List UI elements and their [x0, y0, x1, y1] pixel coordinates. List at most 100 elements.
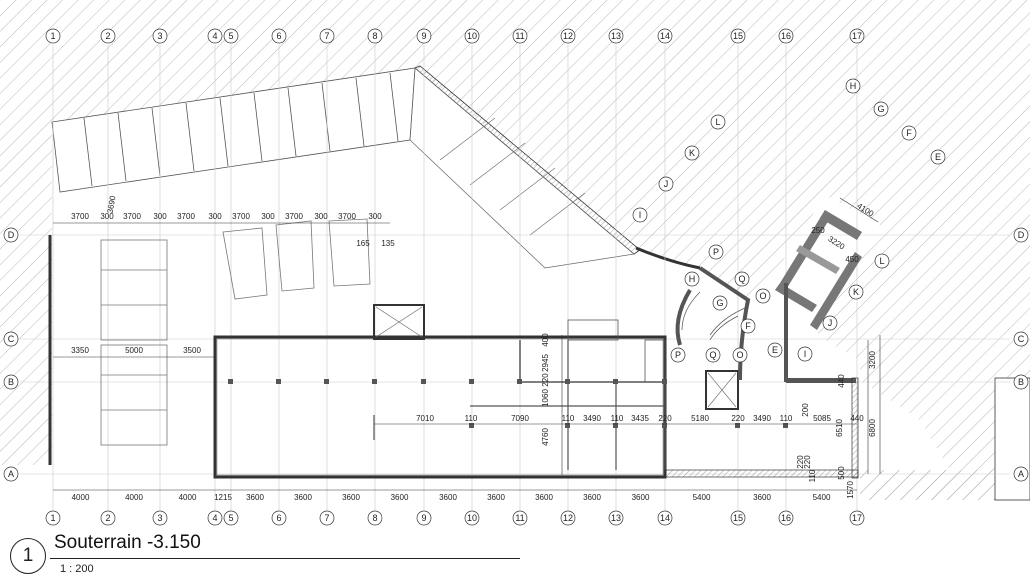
svg-text:16: 16: [781, 513, 791, 523]
grid-bubble-inner-F: F: [740, 318, 756, 334]
grid-bubble-short-Q: Q: [705, 347, 721, 363]
svg-text:I: I: [639, 210, 642, 220]
svg-text:7: 7: [324, 513, 329, 523]
svg-text:8: 8: [372, 513, 377, 523]
grid-bubble-top-2: 2: [100, 28, 116, 44]
svg-text:A: A: [1018, 469, 1024, 479]
title-underline: [50, 558, 520, 559]
dim-top-5: 300: [208, 212, 222, 221]
grid-bubble-top-14: 14: [657, 28, 673, 44]
dim-bottom-5: 3600: [294, 493, 312, 502]
grid-bubble-inner-E: E: [767, 342, 783, 358]
dim-top-10: 3700: [338, 212, 356, 221]
grid-bubble-bottom-15: 15: [730, 510, 746, 526]
dim-interior-8: 5180: [691, 414, 709, 423]
svg-text:I: I: [804, 349, 807, 359]
grid-bubble-short2-O: O: [755, 288, 771, 304]
grid-bubble-short2-P: P: [708, 244, 724, 260]
dim-small-16: 220: [803, 455, 812, 469]
svg-text:4: 4: [212, 513, 217, 523]
grid-bubble-diag-I: I: [632, 207, 648, 223]
grid-bubble-inner-I: I: [797, 346, 813, 362]
svg-text:14: 14: [660, 513, 670, 523]
svg-text:H: H: [850, 81, 857, 91]
svg-text:F: F: [745, 321, 751, 331]
dim-small-9: 6510: [835, 419, 844, 437]
svg-text:9: 9: [421, 513, 426, 523]
soil-hatch: [0, 0, 1030, 501]
grid-bubble-bottom-2: 2: [100, 510, 116, 526]
dim-wing-2: 250: [811, 226, 825, 235]
svg-text:L: L: [879, 256, 884, 266]
grid-bubble-bottom-5: 5: [223, 510, 239, 526]
svg-text:4: 4: [212, 31, 217, 41]
dim-interior-10: 3490: [753, 414, 771, 423]
svg-text:1: 1: [50, 513, 55, 523]
grid-bubble-top-3: 3: [152, 28, 168, 44]
grid-bubble-diag-J: J: [658, 176, 674, 192]
grid-bubble-diag-E: E: [930, 149, 946, 165]
svg-text:15: 15: [733, 31, 743, 41]
grid-bubble-top-13: 13: [608, 28, 624, 44]
svg-text:8: 8: [372, 31, 377, 41]
dim-top-3: 300: [153, 212, 167, 221]
dim-small-14: 1570: [846, 481, 855, 499]
svg-text:6: 6: [276, 31, 281, 41]
grid-bubble-bottom-11: 11: [512, 510, 528, 526]
svg-text:3: 3: [157, 513, 162, 523]
dim-interior-1: 110: [465, 414, 478, 423]
svg-text:B: B: [1018, 377, 1024, 387]
svg-text:1: 1: [50, 31, 55, 41]
parking-strip: [51, 67, 416, 193]
grid-bubble-right-C: C: [1013, 331, 1029, 347]
dim-interior-12: 5085: [813, 414, 831, 423]
svg-text:7: 7: [324, 31, 329, 41]
view-number: 1: [10, 538, 46, 574]
svg-text:17: 17: [852, 513, 862, 523]
grid-bubble-bottom-13: 13: [608, 510, 624, 526]
svg-text:13: 13: [611, 513, 621, 523]
grid-bubble-top-12: 12: [560, 28, 576, 44]
stair-wing: [675, 210, 862, 382]
dim-bottom-13: 5400: [693, 493, 711, 502]
svg-text:Q: Q: [709, 350, 716, 360]
dim-parking-depth: 3690: [106, 194, 118, 214]
grid-bubble-inner-H: H: [684, 271, 700, 287]
svg-text:6: 6: [276, 513, 281, 523]
grid-bubble-top-6: 6: [271, 28, 287, 44]
svg-text:O: O: [736, 350, 743, 360]
dim-interior-7: 220: [658, 414, 672, 423]
svg-text:2: 2: [105, 513, 110, 523]
building-walls: [48, 235, 859, 479]
grid-bubble-top-17: 17: [849, 28, 865, 44]
svg-text:C: C: [1018, 334, 1025, 344]
svg-text:E: E: [772, 345, 778, 355]
svg-text:P: P: [675, 350, 681, 360]
dim-bottom-2: 4000: [179, 493, 197, 502]
dim-top-11: 300: [368, 212, 382, 221]
parking-bays: [100, 218, 371, 446]
dim-interior-11: 110: [780, 414, 793, 423]
diagonal-wall: [409, 65, 701, 270]
view-scale: 1 : 200: [60, 563, 94, 575]
svg-text:D: D: [1018, 230, 1025, 240]
svg-text:16: 16: [781, 31, 791, 41]
grid-bubble-bottom-3: 3: [152, 510, 168, 526]
grid-bubble-bottom-12: 12: [560, 510, 576, 526]
dim-small-13: 500: [837, 466, 846, 480]
grid-bubble-top-4: 4: [207, 28, 223, 44]
svg-text:Q: Q: [738, 274, 745, 284]
grid-bubble-right-A: A: [1013, 466, 1029, 482]
grid-bubble-top-16: 16: [778, 28, 794, 44]
svg-text:5: 5: [228, 513, 233, 523]
dim-wing-3: 450: [845, 255, 859, 264]
dim-bottom-0: 4000: [72, 493, 90, 502]
svg-text:10: 10: [467, 513, 477, 523]
dim-small-15: 220: [796, 455, 805, 469]
grid-bubble-bottom-7: 7: [319, 510, 335, 526]
svg-text:3: 3: [157, 31, 162, 41]
dim-small-8: 110: [808, 469, 817, 482]
grid-bubble-top-8: 8: [367, 28, 383, 44]
svg-text:13: 13: [611, 31, 621, 41]
grid-bubble-right-B: B: [1013, 374, 1029, 390]
